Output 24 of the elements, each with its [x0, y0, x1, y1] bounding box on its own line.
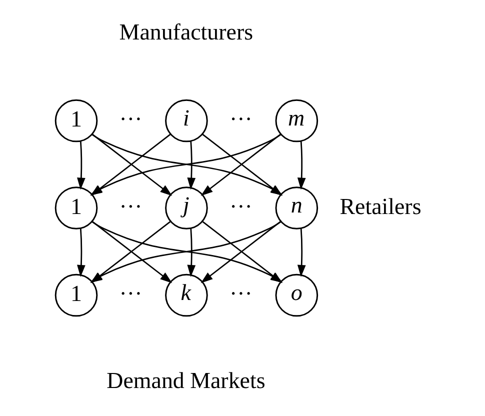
arrow [186, 141, 196, 190]
label: Manufacturers [118, 19, 253, 44]
arrow [296, 141, 306, 190]
arrow [76, 141, 85, 190]
node-circle: 1 [54, 186, 98, 230]
label: ··· [229, 106, 252, 132]
label: ··· [229, 280, 252, 306]
label: Demand Markets [106, 368, 265, 394]
node-circle: 1 [54, 99, 98, 142]
label: ··· [229, 194, 252, 219]
arrow [76, 228, 85, 277]
node-circle: i [164, 99, 208, 142]
label: ··· [118, 194, 142, 219]
node-circle: 1 [54, 274, 98, 317]
node-circle: n [274, 186, 318, 230]
node-circle: m [274, 99, 318, 142]
label: ··· [118, 280, 142, 306]
node-circle: o [274, 274, 318, 317]
node-circle: k [164, 274, 208, 317]
label: Retailers [339, 194, 421, 219]
arrow [296, 228, 306, 277]
label: ··· [118, 106, 142, 132]
arrow [186, 228, 196, 277]
node-circle: j [164, 186, 208, 230]
